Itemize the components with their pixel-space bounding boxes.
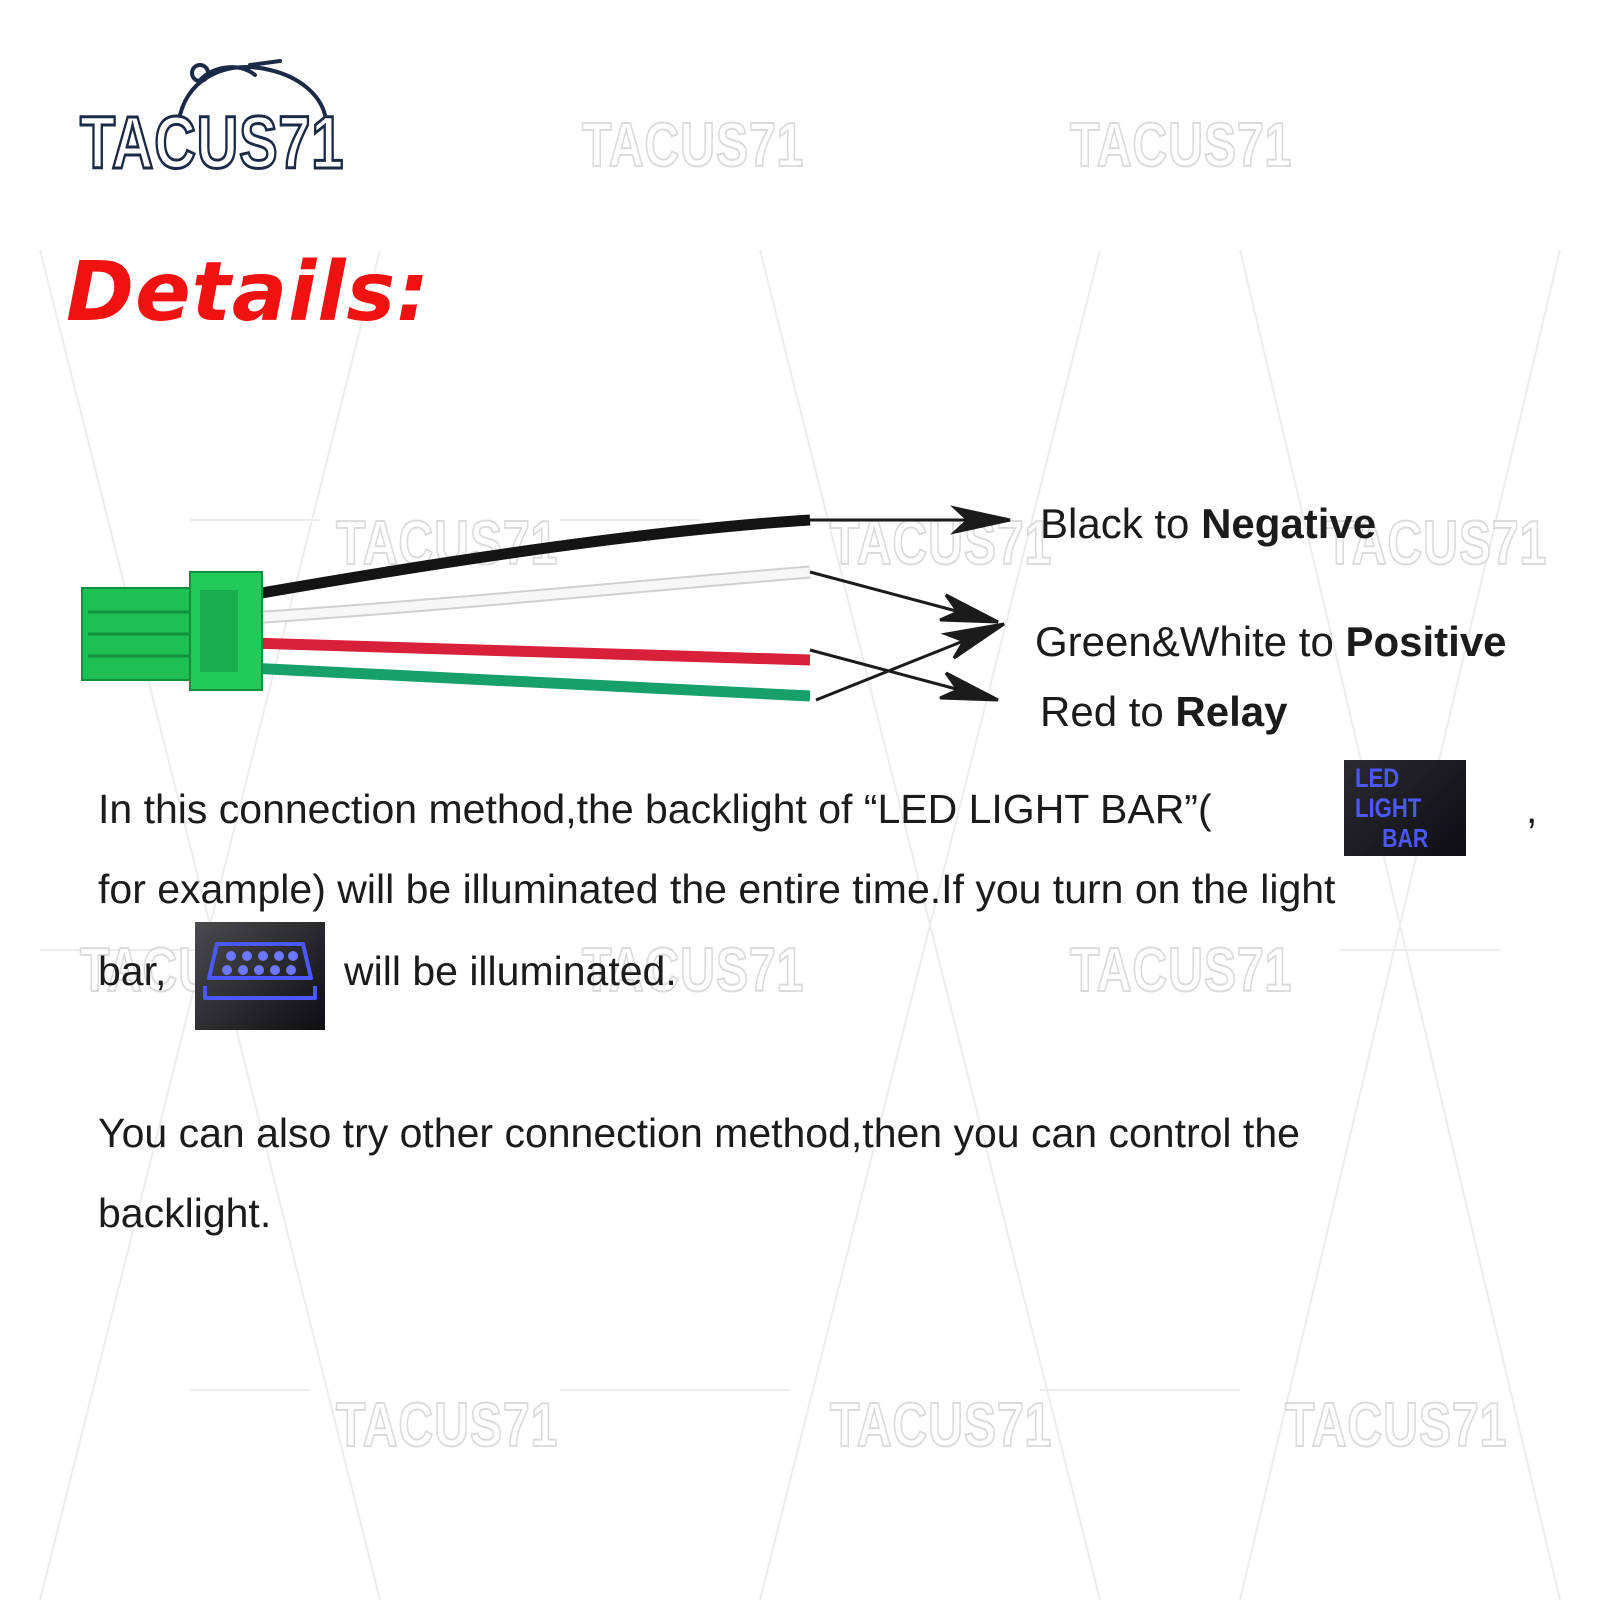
paragraph2-line1: You can also try other connection method… xyxy=(98,1110,1300,1156)
brand-logo: TACUS71 xyxy=(79,100,345,186)
label-negative-bold: Negative xyxy=(1201,500,1377,547)
light-bar-icon xyxy=(195,922,325,1030)
red-wire xyxy=(249,637,811,666)
green-connector-icon xyxy=(81,571,263,691)
watermark: TACUS71 xyxy=(1324,508,1548,579)
motorcycle-logo-icon xyxy=(178,59,327,117)
paragraph1-line1: In this connection method,the backlight … xyxy=(98,786,1212,832)
wire-harness-diagram xyxy=(81,505,1011,702)
switch-icon-line2: BAR xyxy=(1381,823,1429,853)
green-wire xyxy=(249,662,811,702)
label-relay-prefix: Red to xyxy=(1040,688,1176,735)
black-wire xyxy=(249,514,811,601)
watermark: TACUS71 xyxy=(1069,935,1293,1006)
paragraph1-line3-end: will be illuminated. xyxy=(344,948,677,994)
label-positive: Green&White to Positive xyxy=(1035,618,1507,666)
label-positive-bold: Positive xyxy=(1345,618,1507,665)
page-title: Details: xyxy=(66,245,431,340)
watermark: TACUS71 xyxy=(335,1390,559,1461)
paragraph2-line2: backlight. xyxy=(98,1190,272,1236)
paragraph1-line1-end: , xyxy=(1526,786,1538,832)
label-negative-prefix: Black to xyxy=(1040,500,1202,547)
watermark: TACUS71 xyxy=(1069,110,1293,181)
watermark: TACUS71 xyxy=(581,110,805,181)
watermark: TACUS71 xyxy=(1284,1390,1508,1461)
watermark: TACUS71 xyxy=(829,1390,1053,1461)
label-relay-bold: Relay xyxy=(1175,688,1288,735)
switch-icon-line1: LED LIGHT xyxy=(1354,763,1422,823)
label-negative: Black to Negative xyxy=(1040,500,1376,548)
watermark: TACUS71 xyxy=(581,935,805,1006)
label-positive-prefix: Green&White to xyxy=(1035,618,1346,665)
paragraph1-line2: for example) will be illuminated the ent… xyxy=(98,866,1336,912)
paragraph1-line3-start: bar, xyxy=(98,948,167,994)
label-relay: Red to Relay xyxy=(1040,688,1288,736)
led-light-bar-switch-icon: LED LIGHT BAR xyxy=(1344,760,1466,856)
